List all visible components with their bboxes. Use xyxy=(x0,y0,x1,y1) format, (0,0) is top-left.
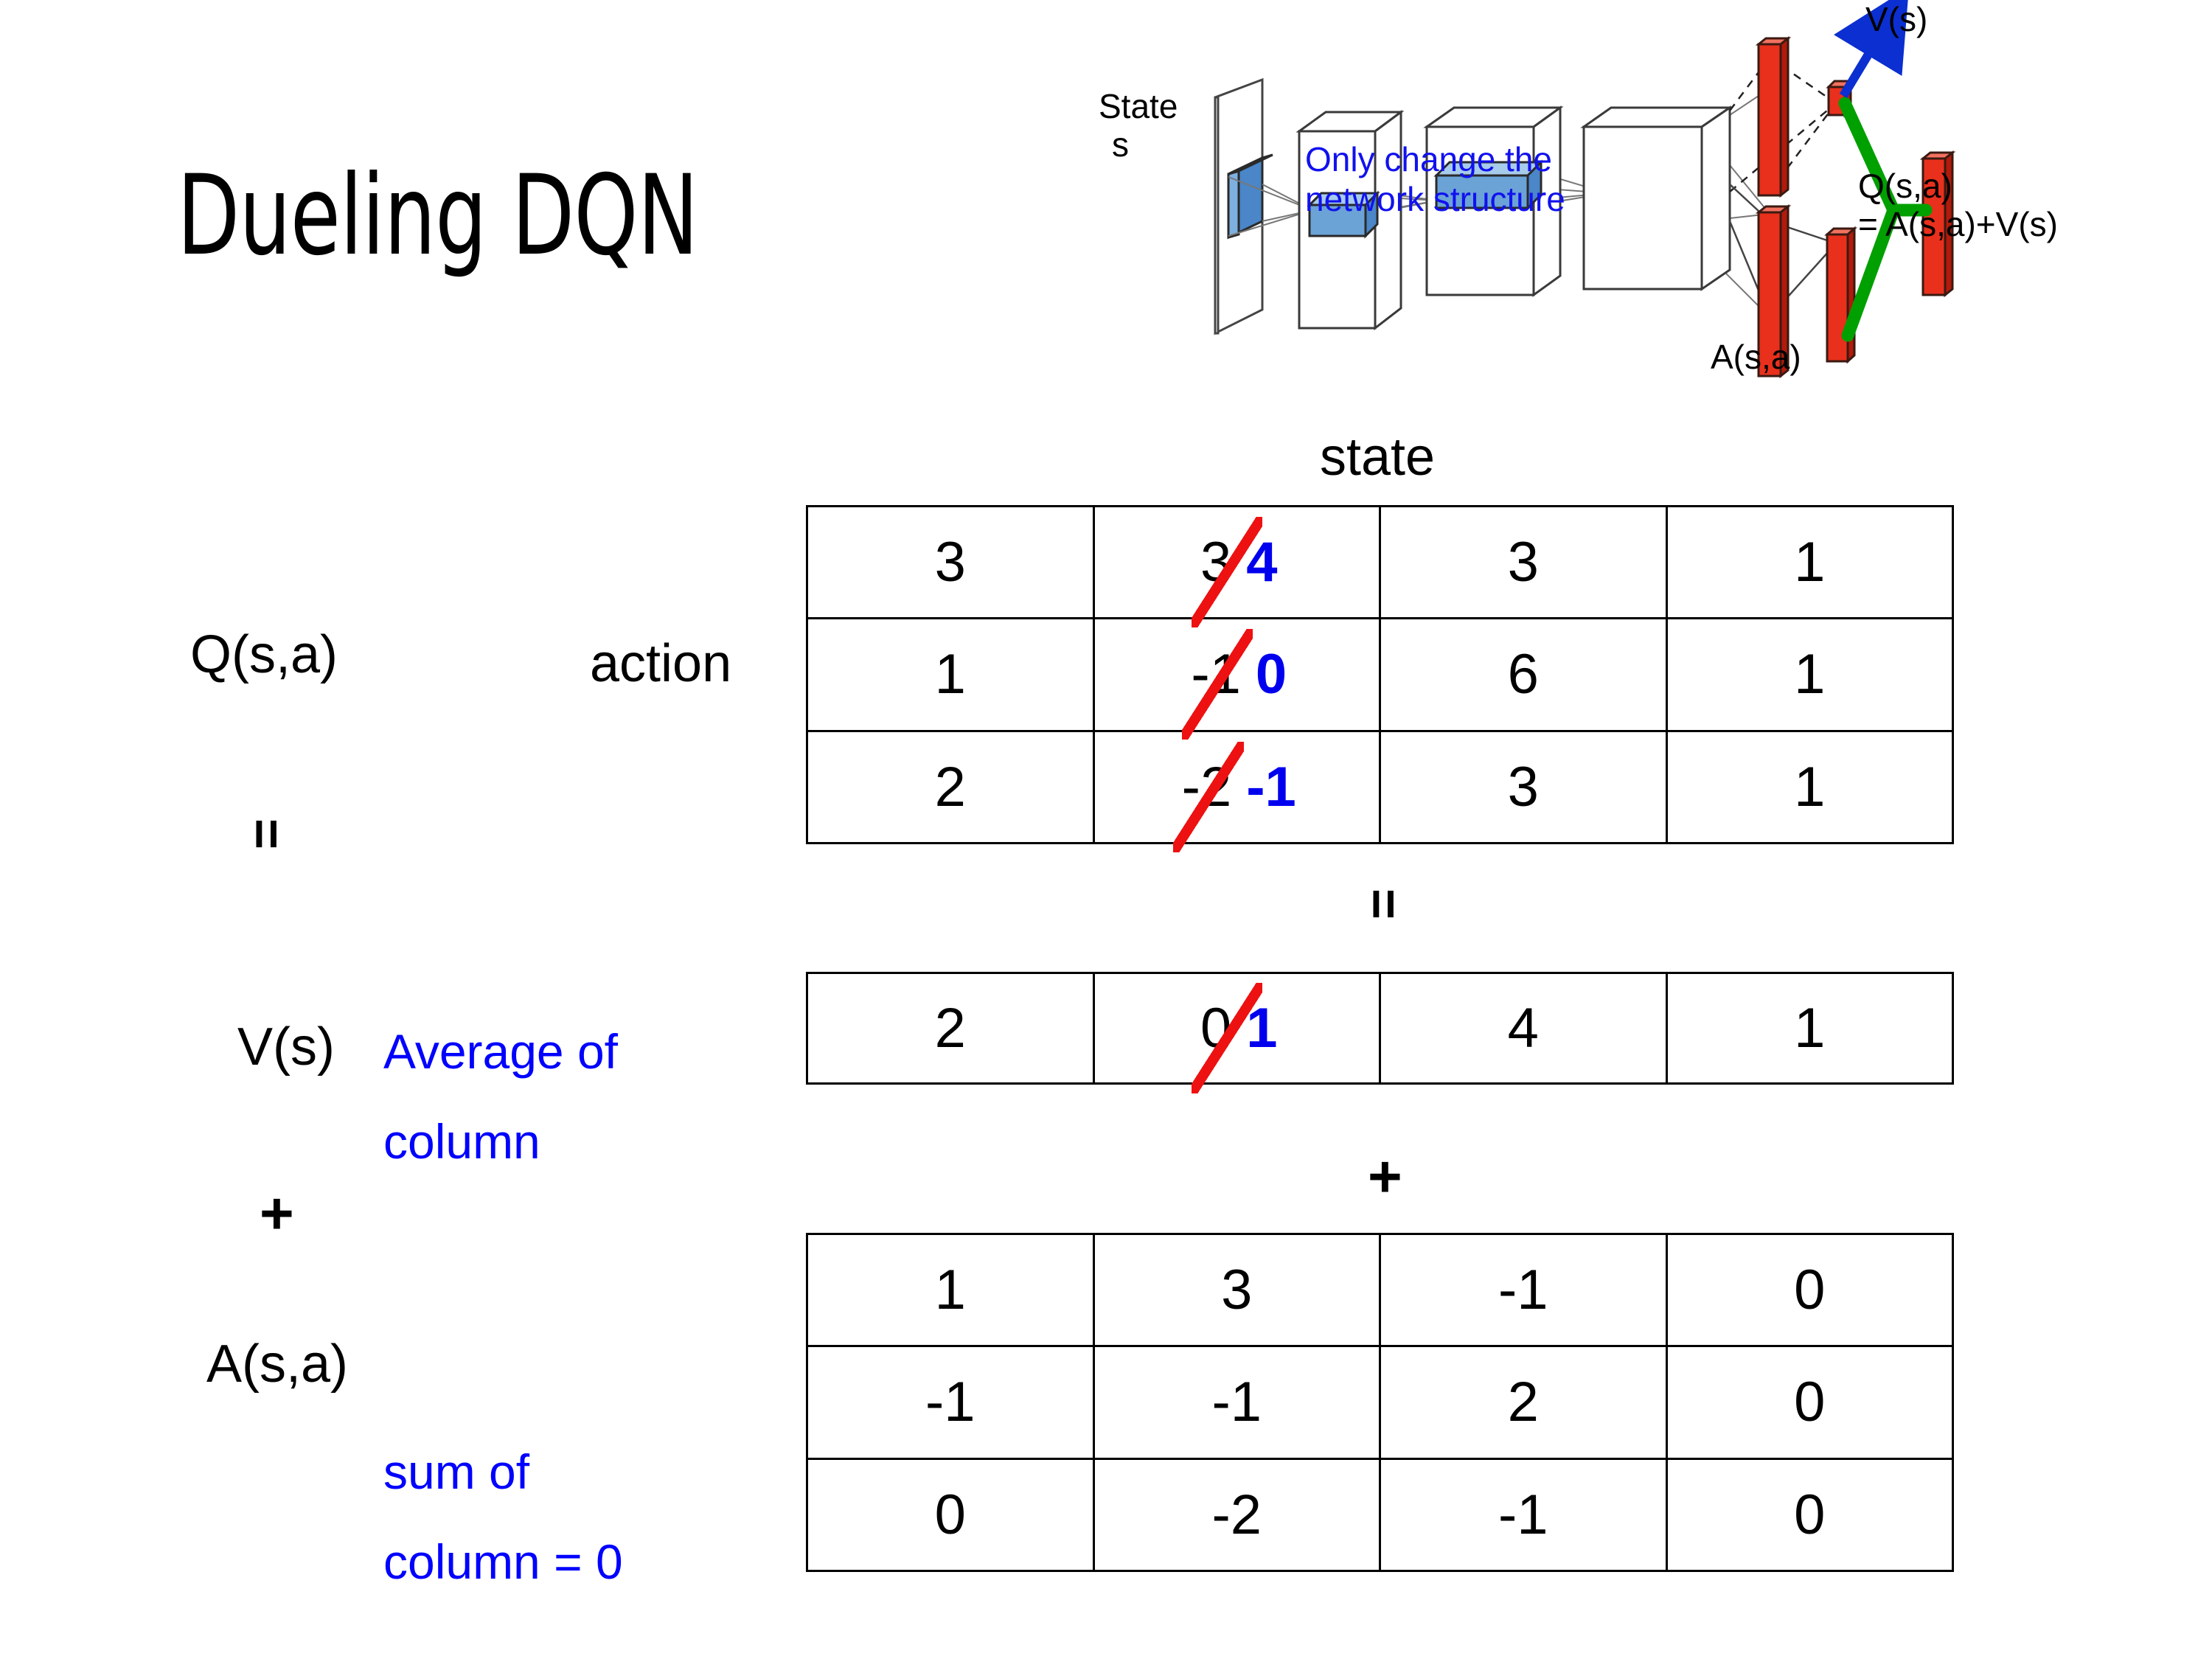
note-average-of-line2: column xyxy=(383,1114,540,1169)
cell-a-1-3: 0 xyxy=(1665,1345,1954,1460)
diagram-state-label-line2: s xyxy=(1112,125,1129,164)
cell-q-1-3: 1 xyxy=(1665,617,1954,732)
table-row: -1 -1 2 0 xyxy=(806,1345,1954,1460)
cell-a-0-3: 0 xyxy=(1665,1232,1954,1348)
table-row: 2 -2 -1 3 1 xyxy=(806,729,1954,852)
cell-a-1-1: -1 xyxy=(1092,1345,1381,1460)
new-value: 0 xyxy=(1255,643,1287,706)
cell-a-1-0: -1 xyxy=(806,1345,1095,1460)
table-row: 1 3 -1 0 xyxy=(806,1232,1954,1348)
diagram-q-label-line1: Q(s,a) xyxy=(1858,167,1952,205)
plus-sign-middle: + xyxy=(1368,1144,1402,1209)
diagram-note-line1: Only change the xyxy=(1305,140,1553,178)
table-row: 3 3 4 3 1 xyxy=(806,504,1954,628)
note-sum-of-line2: column = 0 xyxy=(383,1534,623,1589)
axis-label-action: action xyxy=(590,634,732,693)
cell-a-2-2: -1 xyxy=(1379,1457,1668,1573)
cell-q-2-1: -2 -1 xyxy=(1092,729,1381,852)
old-value: 0 xyxy=(1191,983,1263,1093)
axis-label-state: state xyxy=(1320,428,1436,487)
cell-a-2-0: 0 xyxy=(806,1457,1095,1573)
old-value: 3 xyxy=(1191,517,1263,628)
network-diagram-svg xyxy=(1214,0,1956,379)
old-value: -2 xyxy=(1172,741,1244,852)
page-title: Dueling DQN xyxy=(177,152,698,280)
note-average-of-line1: Average of xyxy=(383,1024,619,1079)
label-v-function: V(s) xyxy=(237,1018,335,1077)
new-value: -1 xyxy=(1246,755,1296,818)
cell-v-0-3: 1 xyxy=(1665,972,1954,1085)
cell-q-2-2: 3 xyxy=(1379,729,1668,845)
label-a-function: A(s,a) xyxy=(206,1335,349,1394)
cell-q-1-2: 6 xyxy=(1379,617,1668,732)
table-row: 1 -1 0 6 1 xyxy=(806,617,1954,740)
cell-q-2-0: 2 xyxy=(806,729,1095,845)
diagram-state-label-line1: State xyxy=(1099,87,1178,125)
cell-a-2-3: 0 xyxy=(1665,1457,1954,1573)
old-value: -1 xyxy=(1182,629,1253,740)
cell-q-1-0: 1 xyxy=(806,617,1095,732)
cell-q-0-2: 3 xyxy=(1379,504,1668,620)
equals-sign-q-equals-v-plus-a: = xyxy=(237,818,296,850)
v-value-table: 2 0 1 4 1 xyxy=(806,972,1954,1093)
dueling-network-diagram: State s Only change the network structur… xyxy=(1091,0,2212,413)
cell-v-0-0: 2 xyxy=(806,972,1095,1085)
cell-v-0-2: 4 xyxy=(1379,972,1668,1085)
cell-q-1-1: -1 0 xyxy=(1092,617,1381,740)
cell-q-0-0: 3 xyxy=(806,504,1095,620)
note-sum-of-line1: sum of xyxy=(383,1444,530,1499)
advantage-value-table: 1 3 -1 0 -1 -1 2 xyxy=(806,1232,1954,1573)
label-q-function: Q(s,a) xyxy=(190,625,338,684)
new-value: 4 xyxy=(1246,531,1278,594)
cell-a-0-2: -1 xyxy=(1379,1232,1668,1348)
cell-a-0-1: 3 xyxy=(1092,1232,1381,1348)
cell-q-0-3: 1 xyxy=(1665,504,1954,620)
diagram-q-label-line2: = A(s,a)+V(s) xyxy=(1858,205,2058,243)
table-row: 2 0 1 4 1 xyxy=(806,972,1954,1093)
cell-v-0-1: 0 1 xyxy=(1092,972,1381,1093)
new-value: 1 xyxy=(1246,997,1278,1060)
equals-sign-middle: = xyxy=(1354,888,1413,920)
diagram-advantage-label: A(s,a) xyxy=(1711,338,1801,376)
table-row: 0 -2 -1 0 xyxy=(806,1457,1954,1573)
cell-a-2-1: -2 xyxy=(1092,1457,1381,1573)
cell-a-1-2: 2 xyxy=(1379,1345,1668,1460)
cell-a-0-0: 1 xyxy=(806,1232,1095,1348)
cell-q-0-1: 3 4 xyxy=(1092,504,1381,628)
cell-q-2-3: 1 xyxy=(1665,729,1954,845)
q-value-table: 3 3 4 3 1 1 xyxy=(806,504,1954,852)
diagram-value-label: V(s) xyxy=(1865,0,1928,38)
plus-sign-left: + xyxy=(260,1180,294,1246)
diagram-note-line2: network structure xyxy=(1305,180,1565,218)
